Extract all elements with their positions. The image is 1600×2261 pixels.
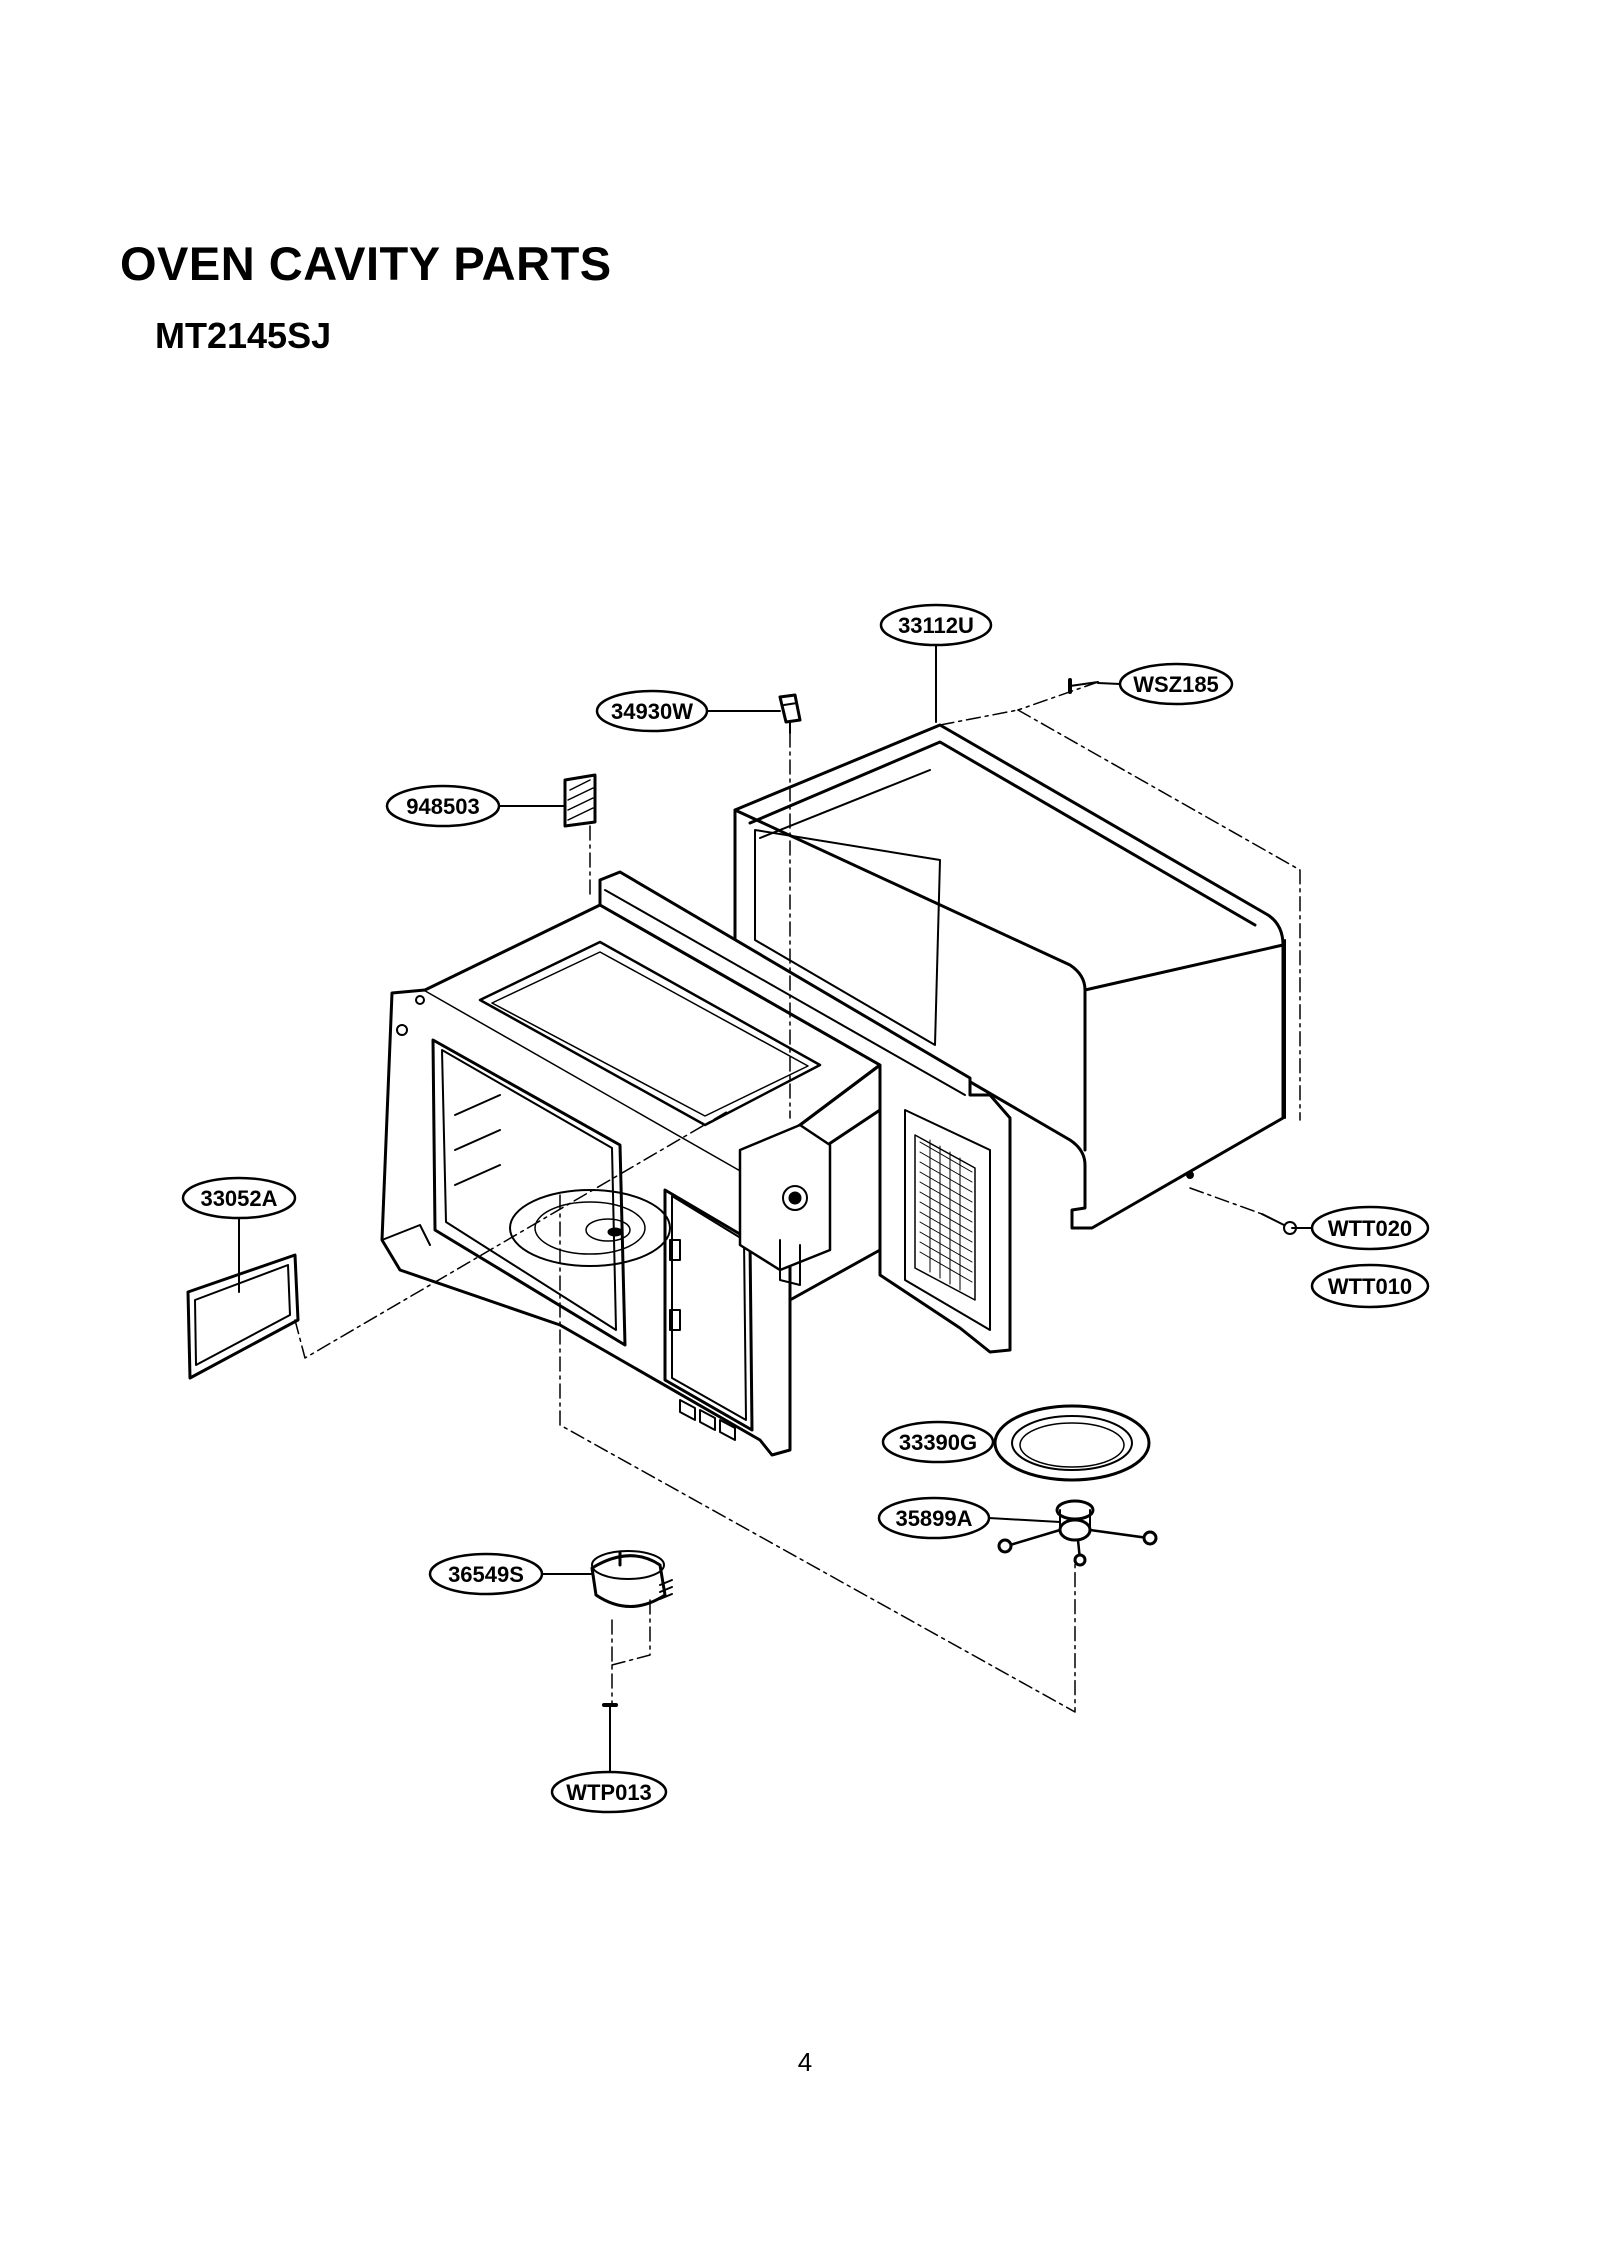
callout-33390g[interactable]: 33390G bbox=[881, 1420, 995, 1464]
screw-wsz185 bbox=[1068, 678, 1099, 694]
callout-36549s[interactable]: 36549S bbox=[428, 1552, 544, 1596]
callout-label: 34930W bbox=[611, 699, 693, 724]
callout-wtp013[interactable]: WTP013 bbox=[550, 1770, 668, 1814]
callout-33052a[interactable]: 33052A bbox=[181, 1176, 297, 1220]
roller-guide-35899a bbox=[997, 1499, 1158, 1567]
callout-label: 33112U bbox=[898, 613, 974, 638]
screw-wtp013 bbox=[602, 1703, 618, 1739]
callout-label: 36549S bbox=[448, 1562, 524, 1587]
callout-34930w[interactable]: 34930W bbox=[595, 689, 709, 733]
cavity-body bbox=[380, 903, 882, 1457]
insulation-948503 bbox=[563, 773, 597, 828]
callout-wsz185[interactable]: WSZ185 bbox=[1118, 662, 1234, 706]
outer-case-33112u bbox=[733, 723, 1286, 1230]
glass-tray-33390g bbox=[993, 1404, 1151, 1482]
callout-wtt010[interactable]: WTT010 bbox=[1310, 1263, 1430, 1309]
leader-lines bbox=[238, 645, 1314, 1773]
callout-33112u[interactable]: 33112U bbox=[879, 603, 993, 647]
callout-label: WSZ185 bbox=[1133, 672, 1219, 697]
callout-label: 33390G bbox=[899, 1430, 977, 1455]
page-title: OVEN CAVITY PARTS bbox=[120, 237, 612, 290]
callout-wtt020[interactable]: WTT020 bbox=[1310, 1205, 1430, 1251]
callout-948503[interactable]: 948503 bbox=[385, 784, 501, 828]
assembly-guide-lines bbox=[294, 681, 1301, 1713]
screw-wtt020 bbox=[1261, 1213, 1297, 1235]
callout-35899a[interactable]: 35899A bbox=[877, 1496, 991, 1540]
callout-label: WTP013 bbox=[566, 1780, 652, 1805]
callout-label: 33052A bbox=[200, 1186, 277, 1211]
thermostat-34930w bbox=[778, 693, 802, 734]
callout-label: 948503 bbox=[406, 794, 479, 819]
vent-grid bbox=[919, 1139, 973, 1291]
model-number: MT2145SJ bbox=[155, 315, 332, 356]
callout-label: WTT020 bbox=[1328, 1216, 1412, 1241]
callout-label: 35899A bbox=[895, 1506, 972, 1531]
motor-bracket bbox=[738, 1123, 832, 1286]
callout-label: WTT010 bbox=[1328, 1274, 1412, 1299]
turntable-motor-36549s bbox=[590, 1550, 673, 1608]
back-plate bbox=[598, 870, 1012, 1354]
page-number: 4 bbox=[797, 2047, 813, 2077]
lamp-cover-33052a bbox=[186, 1253, 300, 1380]
